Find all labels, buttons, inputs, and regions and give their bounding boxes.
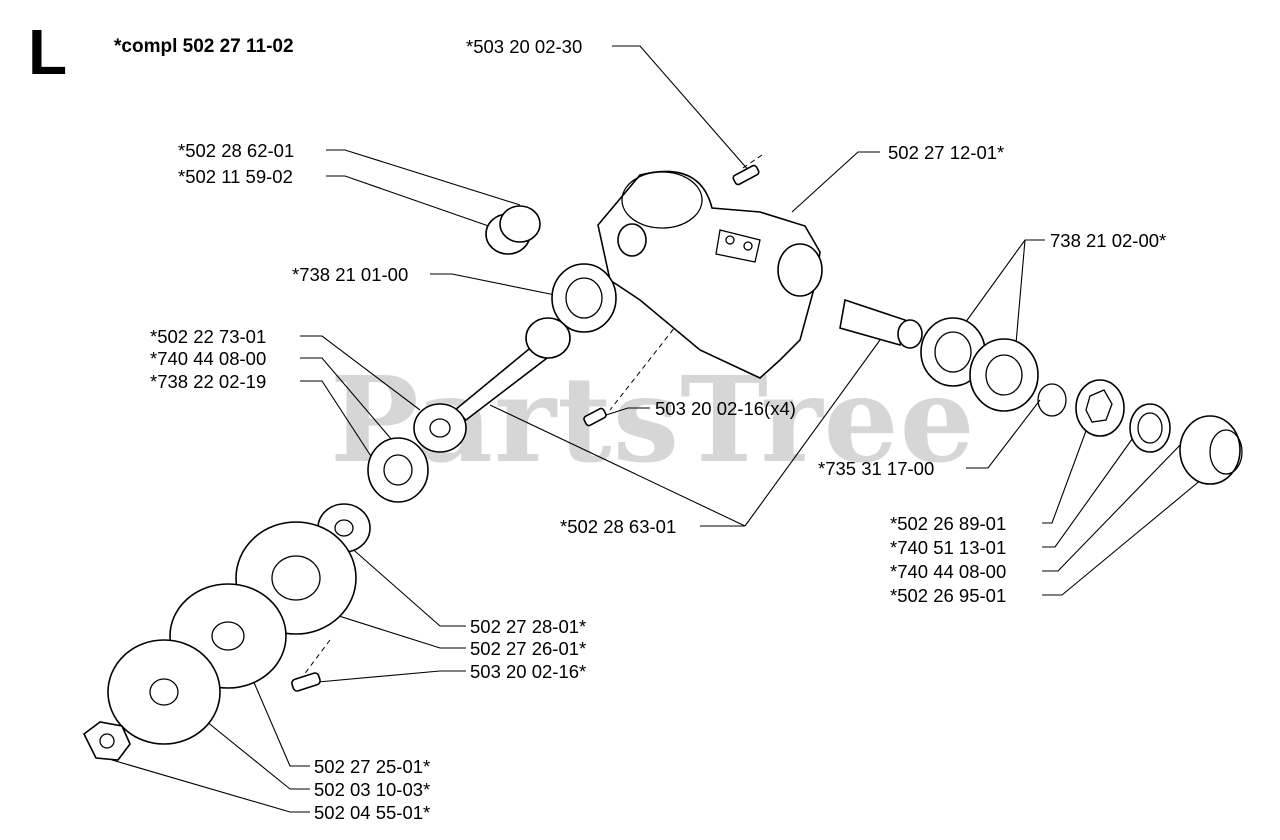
bevel-gear-shaft xyxy=(453,317,571,422)
callout-label: *502 28 62-01 xyxy=(178,140,294,161)
callout-label: 502 27 28-01* xyxy=(470,616,586,637)
hex-nut-right xyxy=(1075,379,1125,437)
callout-label: *502 28 63-01 xyxy=(560,516,676,537)
sleeve-right xyxy=(1179,415,1243,485)
bearing-right-2 xyxy=(969,338,1039,412)
circlip xyxy=(1037,383,1067,417)
callout-label: *740 51 13-01 xyxy=(890,537,1006,558)
leader-lines xyxy=(111,45,1226,813)
callout-label: *502 26 89-01 xyxy=(890,513,1006,534)
callout-labels: *503 20 02-30 *502 28 62-01 *502 11 59-0… xyxy=(150,36,1166,823)
seal-right xyxy=(1129,403,1171,453)
flange-screw xyxy=(291,672,321,692)
callout-label: *502 26 95-01 xyxy=(890,585,1006,606)
callout-label: *740 44 08-00 xyxy=(890,561,1006,582)
nut xyxy=(82,721,131,761)
seal-ring xyxy=(413,403,467,453)
callout-label: 502 27 25-01* xyxy=(314,756,430,777)
callout-label: 502 03 10-03* xyxy=(314,779,430,800)
housing-screw-top xyxy=(732,164,760,186)
bearing-upper-left xyxy=(551,263,617,333)
callout-label: 502 27 26-01* xyxy=(470,638,586,659)
callout-label: *502 11 59-02 xyxy=(178,166,293,187)
section-letter: L xyxy=(28,16,68,88)
callout-label: 738 21 02-00* xyxy=(1050,230,1166,251)
bearing-right-1 xyxy=(920,317,986,387)
assembly-number: *compl 502 27 11-02 xyxy=(114,36,294,57)
callout-label: *503 20 02-30 xyxy=(466,36,582,57)
housing-screw-small xyxy=(583,407,607,427)
plug xyxy=(485,205,541,255)
callout-label: 503 20 02-16(x4) xyxy=(655,398,796,419)
callout-label: 502 04 55-01* xyxy=(314,802,430,823)
callout-label: *740 44 08-00 xyxy=(150,348,266,369)
gear-housing xyxy=(597,170,823,379)
lower-disc xyxy=(107,639,221,745)
bearing-lower xyxy=(367,437,429,503)
callout-label: *502 22 73-01 xyxy=(150,326,266,347)
callout-label: *738 22 02-19 xyxy=(150,371,266,392)
pinion-gear xyxy=(839,298,923,349)
callout-label: *735 31 17-00 xyxy=(818,458,934,479)
callout-label: *738 21 01-00 xyxy=(292,264,408,285)
callout-label: 503 20 02-16* xyxy=(470,661,586,682)
callout-label: 502 27 12-01* xyxy=(888,142,1004,163)
